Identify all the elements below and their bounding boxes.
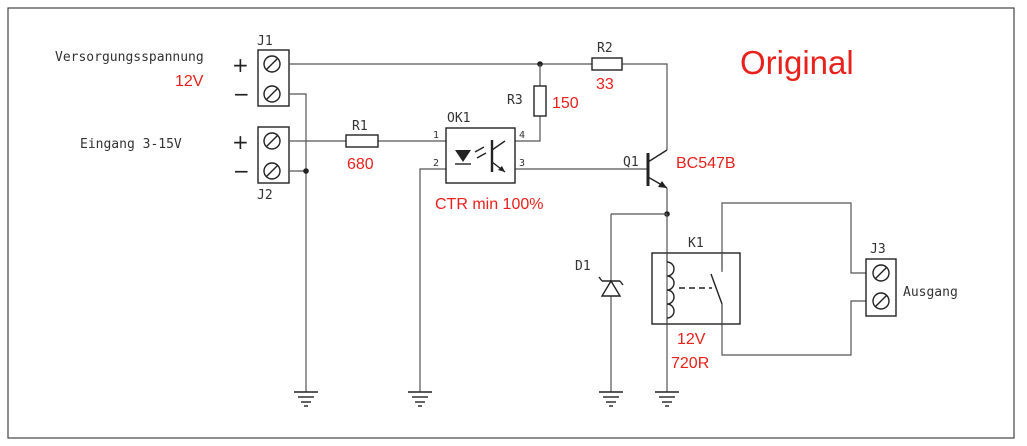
j2-minus: −: [233, 159, 250, 183]
r2-value: 33: [596, 76, 614, 93]
k1-resistance: 720R: [671, 355, 709, 372]
r2-ref: R2: [597, 41, 613, 56]
r1-ref: R1: [352, 119, 368, 134]
k1-voltage: 12V: [677, 331, 706, 348]
ok1-pin1: 1: [433, 130, 439, 141]
ground-icon: [408, 391, 432, 407]
q1-value: BC547B: [676, 155, 736, 172]
resistor-r1: R1 680: [345, 119, 379, 173]
q1-ref: Q1: [623, 155, 639, 170]
relay-k1: K1 12V 720R: [651, 236, 741, 372]
ok1-pin3: 3: [519, 158, 525, 169]
k1-ref: K1: [688, 236, 704, 251]
ground-icon: [294, 391, 318, 407]
ok1-ref: OK1: [447, 111, 470, 126]
ok1-pin4: 4: [519, 130, 525, 141]
connector-j3: J3 Ausgang: [865, 242, 958, 317]
j2-plus: +: [232, 130, 249, 154]
j2-ref: J2: [257, 188, 273, 203]
ground-icon: [599, 391, 623, 407]
j1-voltage: 12V: [175, 73, 204, 90]
resistor-r2: R2 33: [591, 41, 623, 93]
r3-ref: R3: [507, 93, 523, 108]
j1-label: Versorgungsspannung: [55, 50, 204, 65]
d1-ref: D1: [575, 259, 591, 274]
j3-ref: J3: [870, 242, 886, 257]
j3-label: Ausgang: [903, 285, 958, 300]
ok1-ctr-note: CTR min 100%: [435, 196, 543, 213]
connector-j1: J1 + − Versorgungsspannung 12V: [55, 34, 290, 107]
r1-value: 680: [347, 156, 374, 173]
j1-ref: J1: [257, 34, 273, 49]
j2-label: Eingang 3-15V: [80, 137, 182, 152]
ground-icon: [655, 391, 679, 407]
r3-value: 150: [552, 95, 579, 112]
connector-j2: J2 + − Eingang 3-15V: [80, 126, 290, 203]
optocoupler-ok1: OK1 1 2 3 4 CTR min 100%: [433, 111, 543, 213]
schematic-title: Original: [740, 44, 854, 81]
transistor-q1: Q1 BC547B: [623, 149, 736, 189]
resistor-r3: R3 150: [507, 85, 579, 117]
wires: [289, 61, 866, 392]
j1-minus: −: [233, 82, 250, 106]
diode-d1: D1: [575, 259, 624, 297]
ok1-pin2: 2: [433, 158, 439, 169]
ground-symbols: [294, 391, 679, 407]
j1-plus: +: [232, 53, 249, 77]
drawing-border: [7, 7, 1015, 439]
